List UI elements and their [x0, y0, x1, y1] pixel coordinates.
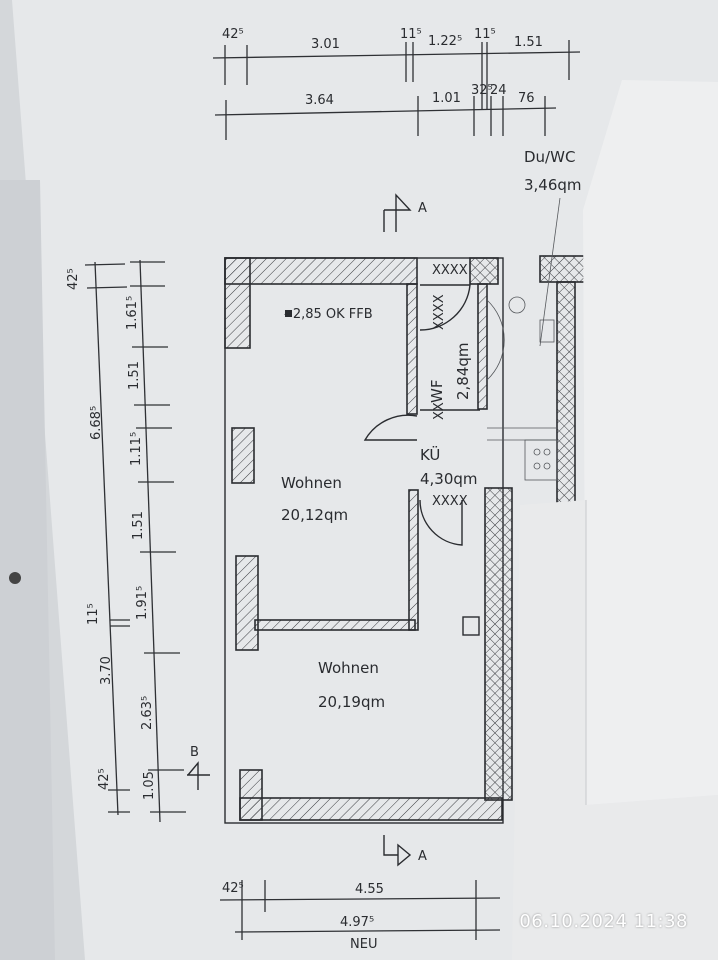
room-area: 20,19qm [318, 693, 385, 711]
dim-label: 1.51 [127, 361, 142, 390]
room-name: KÜ [420, 445, 440, 464]
doors-and-fixtures [363, 197, 561, 546]
dim-label: 42⁵ [97, 768, 112, 790]
room-area: 20,12qm [281, 506, 348, 524]
dim-label: 11⁵ [86, 603, 101, 625]
top-dimensions: 42⁵ 3.01 11⁵ 1.22⁵ 11⁵ 1.51 3.64 1.01 32… [212, 27, 581, 140]
dim-label: 1.11⁵ [129, 432, 144, 466]
svg-text:4.97⁵: 4.97⁵ [340, 915, 374, 930]
dim-label: 32⁵ [471, 83, 493, 98]
dim-label: 1.05 [142, 771, 157, 800]
section-marker-b: B [187, 745, 210, 790]
svg-text:42⁵: 42⁵ [222, 881, 244, 896]
section-marker-a-bottom: A [383, 835, 427, 867]
dim-label: 1.51 [131, 511, 146, 540]
photo-timestamp: 06.10.2024 11:38 [519, 911, 688, 932]
du-wc-label: Du/WC 3,46qm [524, 148, 582, 194]
room-name: Du/WC [524, 148, 575, 166]
level-note: - 2,85 OK FFB [284, 307, 373, 322]
room-area: 4,30qm [420, 470, 478, 488]
room-name: Wohnen [281, 474, 342, 492]
dim-label: 11⁵ [400, 27, 422, 42]
overlapping-paper-sheet [583, 80, 718, 805]
room-name: WF [428, 380, 446, 403]
svg-text:A: A [418, 849, 427, 864]
room-name: Wohnen [318, 659, 379, 677]
room-area: 2,84qm [454, 342, 472, 400]
dim-label: 1.91⁵ [135, 586, 150, 620]
svg-text:B: B [190, 745, 199, 760]
door-mark: XX [432, 402, 447, 420]
overlapping-paper-sheet-2 [512, 500, 718, 960]
bottom-dimensions: 42⁵ 4.55 4.97⁵ NEU [219, 880, 501, 952]
door-mark: XXXX [432, 263, 468, 278]
dim-label: 42⁵ [66, 268, 81, 290]
door-mark: XXXX [432, 494, 468, 509]
binder-hole [9, 572, 21, 584]
dim-label: 11⁵ [474, 27, 496, 42]
svg-text:4.55: 4.55 [355, 882, 384, 897]
dim-label: 1.22⁵ [428, 34, 462, 49]
left-dimensions: 42⁵ 6.68⁵ 11⁵ 3.70 42⁵ 1.61⁵ 1.51 1.11⁵ … [66, 259, 186, 823]
dim-label: 1.61⁵ [125, 296, 140, 330]
svg-text:NEU: NEU [350, 937, 377, 952]
dim-label: 24 [490, 83, 507, 98]
dim-label: 6.68⁵ [89, 406, 104, 440]
level-marker-icon [285, 310, 292, 317]
room-area: 3,46qm [524, 176, 582, 194]
dim-label: 3.64 [305, 93, 334, 108]
left-page-edge-2 [0, 180, 55, 960]
dim-label: 1.51 [514, 35, 543, 50]
floor-plan-walls [224, 255, 609, 824]
svg-text:A: A [418, 201, 427, 216]
dim-label: 3.01 [311, 37, 340, 52]
dim-label: 3.70 [99, 656, 114, 685]
dim-label: 2.63⁵ [140, 696, 155, 730]
dim-label: 76 [518, 91, 535, 106]
dim-label: 1.01 [432, 91, 461, 106]
door-mark: XXXX [432, 294, 447, 330]
dim-label: 42⁵ [222, 27, 244, 42]
section-marker-a-top: A [383, 193, 427, 232]
room-labels: - 2,85 OK FFB Wohnen 20,12qm Wohnen 20,1… [281, 263, 478, 711]
